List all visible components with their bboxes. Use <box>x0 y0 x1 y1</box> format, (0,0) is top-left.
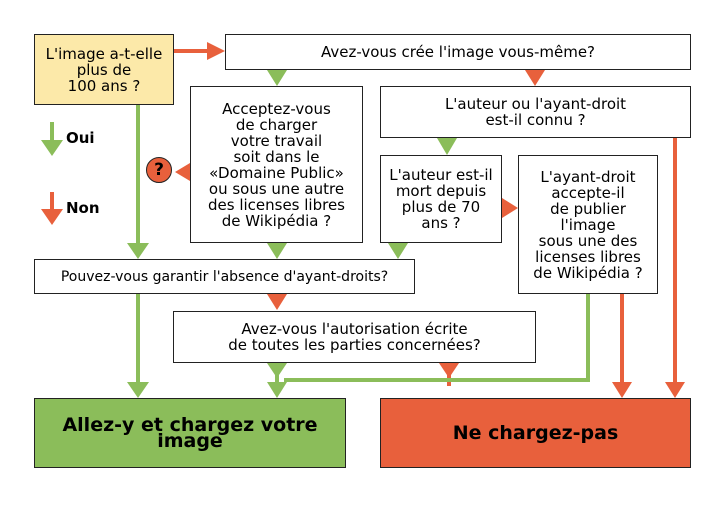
question-written-authorization: Avez-vous l'autorisation écrite de toute… <box>173 311 536 363</box>
legend-no-label: Non <box>66 199 100 217</box>
question-accept-license: Acceptez-vous de charger votre travail s… <box>190 86 363 243</box>
question-author-dead: L'auteur est-il mort depuis plus de 70 a… <box>380 155 502 243</box>
question-mark-icon: ? <box>146 157 172 183</box>
question-no-rights-holder: Pouvez-vous garantir l'absence d'ayant-d… <box>34 259 415 294</box>
legend-yes-label: Oui <box>66 129 95 147</box>
question-self-created: Avez-vous crée l'image vous-même? <box>225 34 691 70</box>
question-image-age: L'image a-t-elle plus de 100 ans ? <box>34 34 174 105</box>
question-author-known: L'auteur ou l'ayant-droit est-il connu ? <box>380 86 691 138</box>
outcome-upload: Allez-y et chargez votre image <box>34 398 346 468</box>
outcome-do-not-upload: Ne chargez-pas <box>380 398 691 468</box>
question-rights-holder-accepts: L'ayant-droit accepte-il de publier l'im… <box>518 155 658 294</box>
arrow-holder-yes <box>284 294 590 382</box>
